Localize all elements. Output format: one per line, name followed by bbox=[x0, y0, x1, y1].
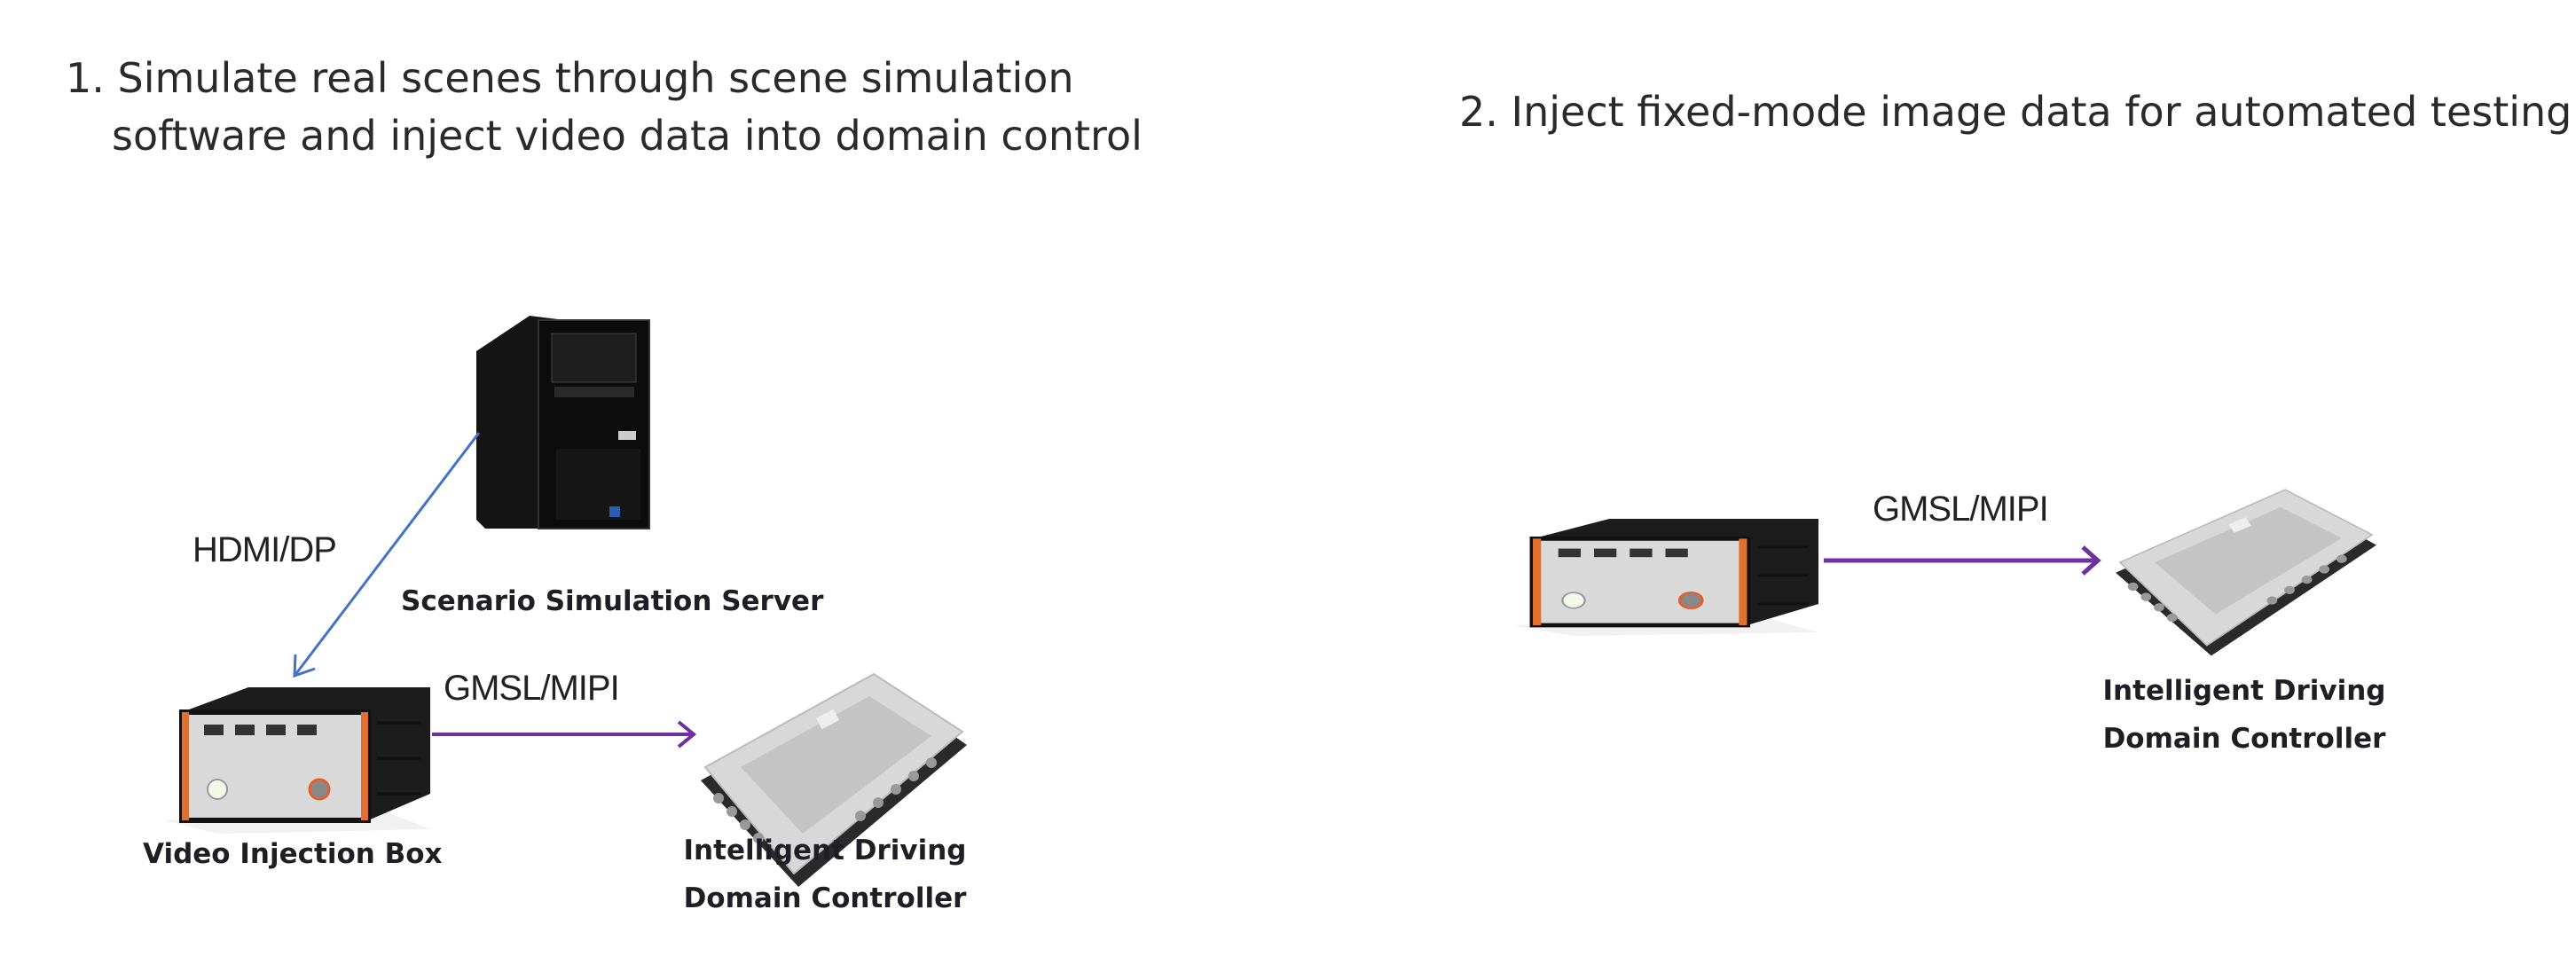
gmsl-mipi-label-1: GMSL/MIPI bbox=[444, 669, 620, 708]
scenario1-heading-line1: 1. Simulate real scenes through scene si… bbox=[66, 54, 1074, 102]
server-tower-image bbox=[476, 316, 650, 529]
server-label: Scenario Simulation Server bbox=[401, 585, 824, 617]
hdmi-arrow bbox=[293, 432, 481, 678]
hdmi-dp-label: HDMI/DP bbox=[192, 530, 337, 569]
controller-label-1-line2: Domain Controller bbox=[683, 882, 967, 914]
controller-label-2-line2: Domain Controller bbox=[2102, 723, 2386, 755]
controller-label-2: Intelligent Driving Domain Controller bbox=[2076, 667, 2413, 763]
controller-label-2-line1: Intelligent Driving bbox=[2102, 675, 2386, 707]
gmsl-mipi-label-2: GMSL/MIPI bbox=[1873, 490, 2049, 529]
gmsl-arrow-2 bbox=[1824, 545, 2101, 576]
scenario2-heading: 2. Inject fixed-mode image data for auto… bbox=[1459, 88, 2572, 136]
controller-label-1-line1: Intelligent Driving bbox=[683, 835, 967, 866]
scenario1-heading-line2: software and inject video data into doma… bbox=[112, 112, 1143, 160]
video-injection-box-image-2 bbox=[1512, 519, 1779, 665]
video-injection-box-label: Video Injection Box bbox=[143, 838, 443, 870]
controller-label-1: Intelligent Driving Domain Controller bbox=[656, 827, 993, 922]
video-injection-box-image bbox=[164, 687, 430, 834]
gmsl-arrow-1 bbox=[432, 720, 697, 749]
